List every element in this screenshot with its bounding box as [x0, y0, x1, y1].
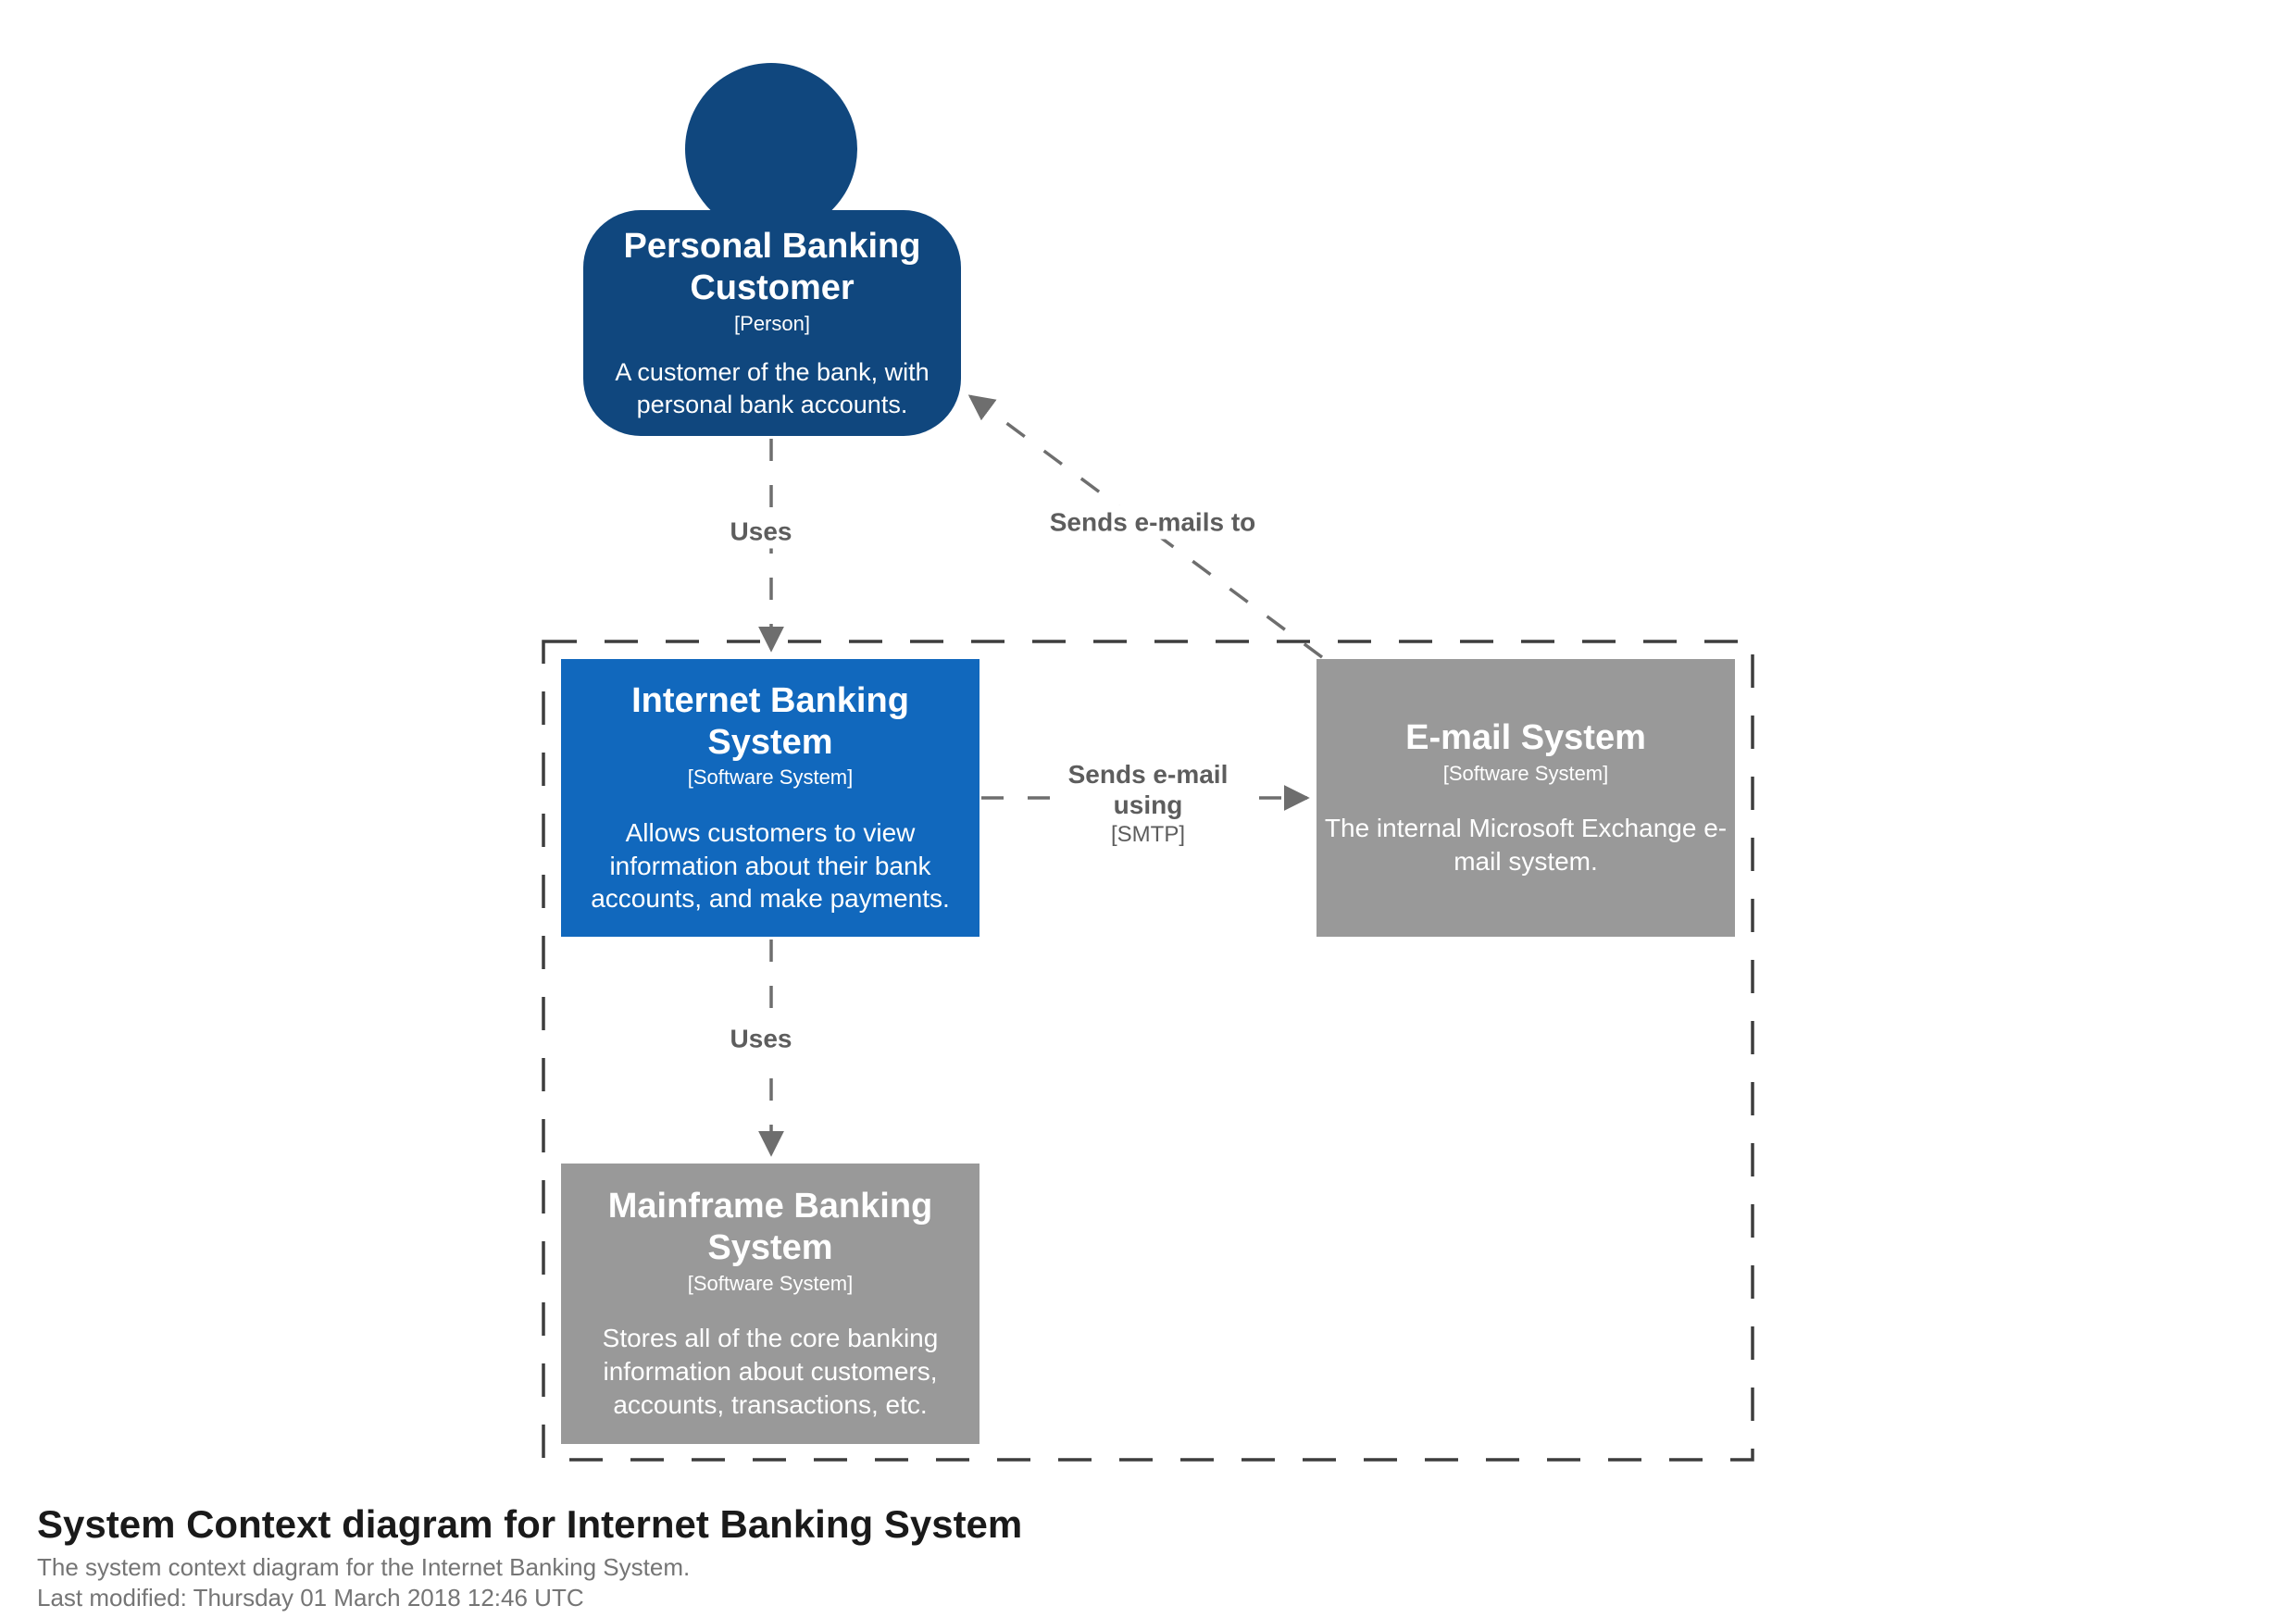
relationship-label-uses-ibs-mainframe: Uses: [722, 1021, 800, 1056]
element-meta: [Software System]: [687, 765, 854, 790]
element-name: Personal Banking Customer: [623, 226, 921, 307]
relationship-technology: [SMTP]: [1110, 821, 1185, 847]
element-name: Mainframe Banking System: [607, 1187, 933, 1268]
relationship-label-sends-email-using: Sends e-mail using [SMTP]: [1054, 756, 1242, 851]
diagram-title: System Context diagram for Internet Bank…: [37, 1502, 1023, 1546]
diagram-last-modified: Last modified: Thursday 01 March 2018 12…: [37, 1584, 584, 1612]
element-description: A customer of the bank, with personal ba…: [615, 357, 930, 418]
enterprise-boundary: [542, 640, 1754, 1462]
element-email-system[interactable]: E-mail System [Software System] The inte…: [1316, 659, 1735, 937]
element-internet-banking-system[interactable]: Internet Banking System [Software System…: [561, 659, 980, 937]
diagram-footer: System Context diagram for Internet Bank…: [37, 1502, 1023, 1612]
element-personal-banking-customer[interactable]: Personal Banking Customer [Person] A cus…: [583, 210, 961, 436]
element-meta: [Software System]: [1442, 761, 1609, 785]
element-description: The internal Microsoft Exchange e-mail s…: [1324, 814, 1728, 877]
relationship-label-uses-person-ibs: Uses: [722, 514, 800, 549]
element-description: Stores all of the core banking informati…: [602, 1324, 939, 1419]
element-description: Allows customers to view information abo…: [591, 817, 950, 914]
element-name: E-mail System: [1405, 718, 1646, 758]
relationship-label-text: Sends e-mail using: [1067, 759, 1229, 819]
relationship-label-sends-emails-to: Sends e-mails to: [1042, 504, 1264, 540]
diagram-subtitle: The system context diagram for the Inter…: [37, 1553, 691, 1582]
element-mainframe-banking-system[interactable]: Mainframe Banking System [Software Syste…: [561, 1164, 980, 1444]
element-meta: [Software System]: [687, 1271, 854, 1295]
element-name: Internet Banking System: [631, 680, 909, 762]
person-head: [685, 63, 857, 235]
element-meta: [Person]: [734, 311, 810, 335]
